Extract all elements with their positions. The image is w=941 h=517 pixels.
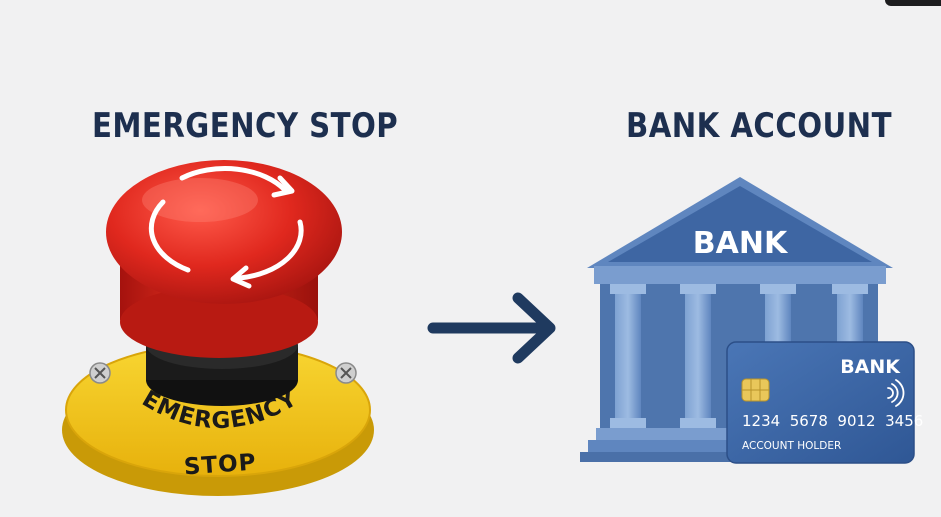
emergency-stop-heading: EMERGENCY STOP [92,106,399,146]
emergency-stop-button[interactable]: EMERGENCY STOP [62,160,374,496]
contactless-icon [887,379,905,407]
circular-arrows-icon [148,166,304,289]
screw-icon [335,362,357,384]
card-number: 1234 5678 9012 3456 [742,412,923,430]
bank-card: BANK 1234 5678 9012 3456 ACCOUNT HOLDER [726,341,923,464]
bank-pediment-text: BANK [693,226,789,261]
card-holder: ACCOUNT HOLDER [742,440,841,452]
card-brand: BANK [840,356,901,378]
bank-account-heading: BANK ACCOUNT [626,106,892,146]
red-cap [106,160,342,304]
screw-icon [89,362,111,384]
chip-icon [741,378,770,402]
arrow-right-icon [427,292,556,364]
corner-tab [885,0,941,6]
button-label-line2: STOP [183,449,257,480]
